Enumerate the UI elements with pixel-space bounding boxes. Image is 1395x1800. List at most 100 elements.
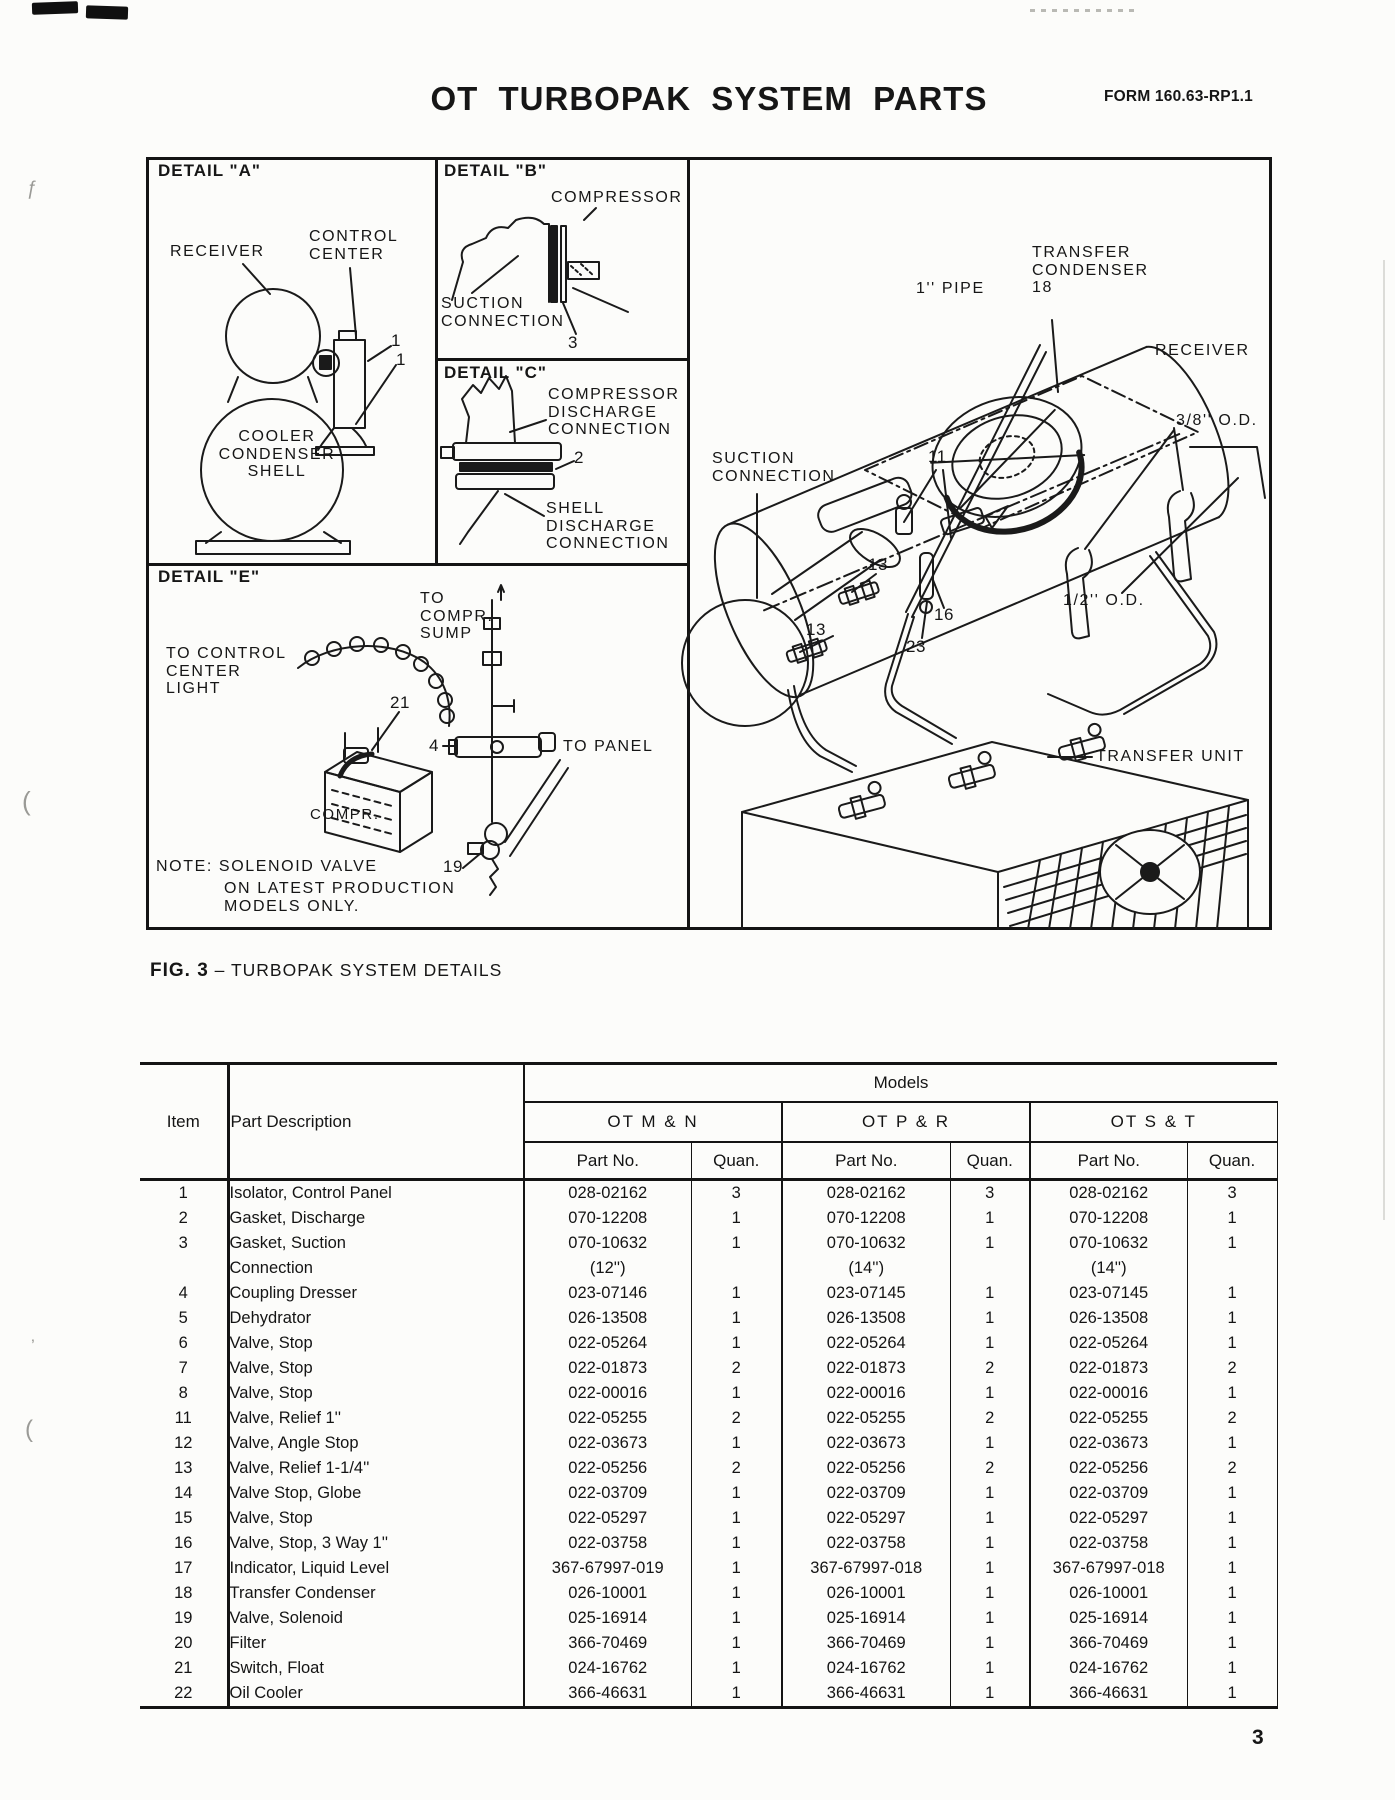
item-cell: 21 <box>140 1656 230 1681</box>
scan-speck: ( <box>22 786 31 816</box>
quan-cell: 1 <box>950 1431 1031 1456</box>
col-header-group-pr: OT P & R <box>782 1102 1031 1143</box>
callout-21: 21 <box>390 693 410 712</box>
quan-cell: 1 <box>950 1506 1031 1531</box>
quan-cell: 1 <box>691 1431 783 1456</box>
figure-caption-text: – TURBOPAK SYSTEM DETAILS <box>214 960 503 980</box>
quan-cell: 1 <box>691 1606 783 1631</box>
divider-vertical-main <box>687 157 690 930</box>
scan-speck: ’ <box>31 1336 35 1355</box>
callout-19: 19 <box>443 857 463 876</box>
quan-cell: 1 <box>691 1656 783 1681</box>
page-title: OT TURBOPAK SYSTEM PARTS <box>430 80 988 117</box>
item-cell: 18 <box>140 1581 230 1606</box>
part-no-cell: 070-10632(14'') <box>782 1231 951 1281</box>
part-desc-cell: Valve, Relief 1'' <box>228 1406 525 1431</box>
quan-cell: 1 <box>1187 1506 1278 1531</box>
quan-cell: 1 <box>691 1306 783 1331</box>
main-art <box>681 319 1266 930</box>
quan-cell: 2 <box>1187 1356 1278 1381</box>
quan-cell: 1 <box>950 1556 1031 1581</box>
part-no-cell: 024-16762 <box>1030 1656 1188 1681</box>
callout-2: 2 <box>574 448 584 467</box>
part-desc-cell: Oil Cooler <box>228 1681 525 1708</box>
part-no-cell: 022-03673 <box>524 1431 692 1456</box>
item-cell: 12 <box>140 1431 230 1456</box>
callout-13: 13 <box>868 555 888 574</box>
col-header-quan: Quan. <box>1187 1142 1278 1180</box>
part-no-cell: 022-03758 <box>524 1531 692 1556</box>
item-cell: 11 <box>140 1406 230 1431</box>
part-no-cell: 025-16914 <box>524 1606 692 1631</box>
part-no-cell: 022-03709 <box>524 1481 692 1506</box>
part-no-cell: 367-67997-019 <box>524 1556 692 1581</box>
part-no-cell: 025-16914 <box>1030 1606 1188 1631</box>
part-desc-cell: Dehydrator <box>228 1306 525 1331</box>
quan-cell: 1 <box>950 1231 1031 1281</box>
part-no-cell: 026-10001 <box>1030 1581 1188 1606</box>
quan-cell: 2 <box>691 1356 783 1381</box>
part-no-cell: 022-05297 <box>782 1506 951 1531</box>
quan-cell: 3 <box>1187 1179 1278 1206</box>
part-no-cell: 366-70469 <box>524 1631 692 1656</box>
detail-b-suction-label: SUCTION CONNECTION <box>441 295 565 330</box>
part-no-cell: 022-05297 <box>524 1506 692 1531</box>
quan-cell: 1 <box>691 1581 783 1606</box>
part-no-cell: 022-05256 <box>524 1456 692 1481</box>
part-no-cell: 070-10632(12'') <box>524 1231 692 1281</box>
part-no-cell: 366-46631 <box>782 1681 951 1708</box>
part-no-cell: 022-03758 <box>782 1531 951 1556</box>
scan-speck: ( <box>25 1416 33 1443</box>
item-cell: 22 <box>140 1681 230 1708</box>
detail-e-sump-label: TO COMPR. SUMP <box>420 590 494 642</box>
main-pipe-label: 1'' PIPE <box>916 280 985 297</box>
part-no-cell: 022-01873 <box>1030 1356 1188 1381</box>
part-desc-cell: Switch, Float <box>228 1656 525 1681</box>
part-no-cell: 023-07145 <box>782 1281 951 1306</box>
item-cell: 19 <box>140 1606 230 1631</box>
divider-horizontal-bc <box>435 358 687 361</box>
part-desc-cell: Coupling Dresser <box>228 1281 525 1306</box>
part-desc-cell: Filter <box>228 1631 525 1656</box>
part-no-cell: 025-16914 <box>782 1606 951 1631</box>
quan-cell: 1 <box>950 1681 1031 1708</box>
part-desc-cell: Indicator, Liquid Level <box>228 1556 525 1581</box>
parts-table: Item Part Description Models OT M & N OT… <box>140 1062 1278 1709</box>
detail-c-shell-label: SHELL DISCHARGE CONNECTION <box>546 500 670 552</box>
quan-cell: 1 <box>950 1581 1031 1606</box>
detail-a-receiver-label: RECEIVER <box>170 243 265 260</box>
col-header-description: Part Description <box>228 1063 525 1180</box>
scan-edge-line <box>1383 260 1385 1220</box>
part-no-cell: 022-03673 <box>1030 1431 1188 1456</box>
quan-cell: 1 <box>1187 1606 1278 1631</box>
form-number: FORM 160.63-RP1.1 <box>1104 88 1253 105</box>
quan-cell: 1 <box>1187 1206 1278 1231</box>
part-no-cell: 366-46631 <box>1030 1681 1188 1708</box>
main-transfer-condenser-label: TRANSFER CONDENSER 18 <box>1032 244 1149 296</box>
callout-16: 16 <box>934 605 954 624</box>
part-no-cell: 022-05255 <box>782 1406 951 1431</box>
part-no-cell: 366-46631 <box>524 1681 692 1708</box>
detail-b-compressor-label: COMPRESSOR <box>551 189 683 206</box>
quan-cell: 1 <box>1187 1556 1278 1581</box>
col-header-quan: Quan. <box>691 1142 783 1180</box>
part-no-cell: 026-13508 <box>782 1306 951 1331</box>
figure-caption: FIG. 3 – TURBOPAK SYSTEM DETAILS <box>150 960 502 982</box>
part-no-cell: 026-13508 <box>1030 1306 1188 1331</box>
part-no-cell: 367-67997-018 <box>1030 1556 1188 1581</box>
quan-cell: 2 <box>1187 1406 1278 1431</box>
item-cell: 17 <box>140 1556 230 1581</box>
part-no-cell: 022-03709 <box>1030 1481 1188 1506</box>
item-cell: 2 <box>140 1206 230 1231</box>
part-desc-cell: Gasket, Discharge <box>228 1206 525 1231</box>
